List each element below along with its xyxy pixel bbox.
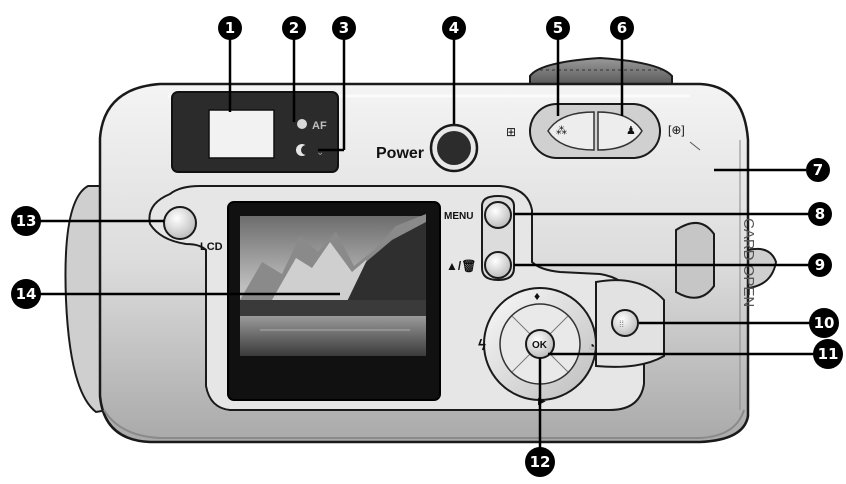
callout-6: 6 (610, 16, 634, 40)
callout-number-11: 11 (818, 345, 839, 363)
callout-number-13: 13 (16, 212, 37, 230)
ok-label: OK (532, 340, 548, 351)
macro-icon: ♦ (534, 289, 540, 303)
svg-text:⁞⁞: ⁞⁞ (619, 319, 624, 329)
callout-number-2: 2 (289, 19, 299, 37)
shortcut-button[interactable] (611, 309, 639, 337)
af-led (297, 119, 307, 129)
direction-pad: OK ϟ ◔ ♦ ▶ (478, 287, 597, 407)
svg-text:⌄: ⌄ (316, 147, 324, 158)
lcd-control: LCD (163, 206, 223, 253)
viewfinder-panel: AF ⌄ (171, 91, 339, 173)
shortcut-control: ⁞⁞ (595, 279, 665, 368)
callout-10: 10 (809, 308, 839, 338)
callout-badge-6 (610, 16, 634, 40)
play-icon: ▶ (538, 396, 546, 407)
callout-badge-14 (11, 279, 41, 309)
callout-2: 2 (282, 16, 306, 40)
delete-button[interactable] (484, 251, 512, 279)
callout-badge-8 (808, 202, 832, 226)
svg-text:⁂: ⁂ (556, 125, 567, 137)
strap-hook (747, 247, 778, 290)
left-grip (64, 185, 109, 414)
callout-number-3: 3 (339, 19, 349, 37)
callout-number-6: 6 (617, 19, 627, 37)
card-open-label: CARD OPEN (740, 218, 757, 307)
self-timer-icon: ◔ (588, 339, 595, 353)
callout-badge-9 (808, 253, 832, 277)
callout-badge-5 (546, 16, 570, 40)
lcd-button[interactable] (163, 206, 197, 240)
callout-badge-1 (218, 16, 242, 40)
menu-label: MENU (444, 211, 473, 222)
callout-number-10: 10 (814, 314, 835, 332)
callout-13: 13 (11, 206, 41, 236)
mode-dial (529, 56, 673, 87)
svg-text:♟: ♟ (626, 125, 636, 137)
power-button[interactable] (437, 131, 471, 165)
power-control: Power (376, 123, 479, 173)
callout-number-1: 1 (225, 19, 235, 37)
callout-number-7: 7 (813, 161, 823, 179)
viewfinder-window (208, 109, 275, 159)
lcd-label: LCD (200, 241, 223, 253)
zoom-rocker: ⊞ ⁂ ♟ [⊕] (506, 103, 701, 159)
zoom-wide-button[interactable] (547, 111, 595, 151)
callout-5: 5 (546, 16, 570, 40)
callout-14: 14 (11, 279, 41, 309)
callout-badge-11 (813, 339, 843, 369)
menu-delete-buttons: MENU ▲/🗑 (444, 194, 515, 282)
callout-11: 11 (813, 339, 843, 369)
callout-lines (40, 38, 820, 448)
callout-badge-13 (11, 206, 41, 236)
callout-1: 1 (218, 16, 242, 40)
callout-number-14: 14 (16, 285, 37, 303)
callout-badge-12 (525, 447, 555, 477)
lcd-screen (227, 201, 441, 401)
card-door: CARD OPEN (675, 218, 757, 307)
callout-number-12: 12 (530, 453, 551, 471)
grid-icon: ⊞ (506, 125, 516, 139)
menu-button[interactable] (484, 201, 512, 229)
callout-4: 4 (442, 16, 466, 40)
callout-8: 8 (808, 202, 832, 226)
callout-badge-10 (809, 308, 839, 338)
callout-12: 12 (525, 447, 555, 477)
callout-badge-3 (332, 16, 356, 40)
flash-icon: ϟ (478, 337, 486, 354)
callout-3: 3 (332, 16, 356, 40)
callout-number-5: 5 (553, 19, 563, 37)
callout-number-8: 8 (815, 205, 825, 223)
zoom-tele-button[interactable] (597, 111, 643, 151)
callout-badge-2 (282, 16, 306, 40)
zoom-magnify-icon: [⊕] (668, 123, 685, 137)
callout-badge-4 (442, 16, 466, 40)
af-label: AF (312, 120, 327, 132)
callout-7: 7 (806, 158, 830, 182)
power-label: Power (376, 145, 424, 162)
callout-number-4: 4 (449, 19, 459, 37)
callout-badge-7 (806, 158, 830, 182)
delete-mode-icon: ▲/🗑 (446, 259, 476, 273)
callout-number-9: 9 (815, 256, 825, 274)
callout-9: 9 (808, 253, 832, 277)
